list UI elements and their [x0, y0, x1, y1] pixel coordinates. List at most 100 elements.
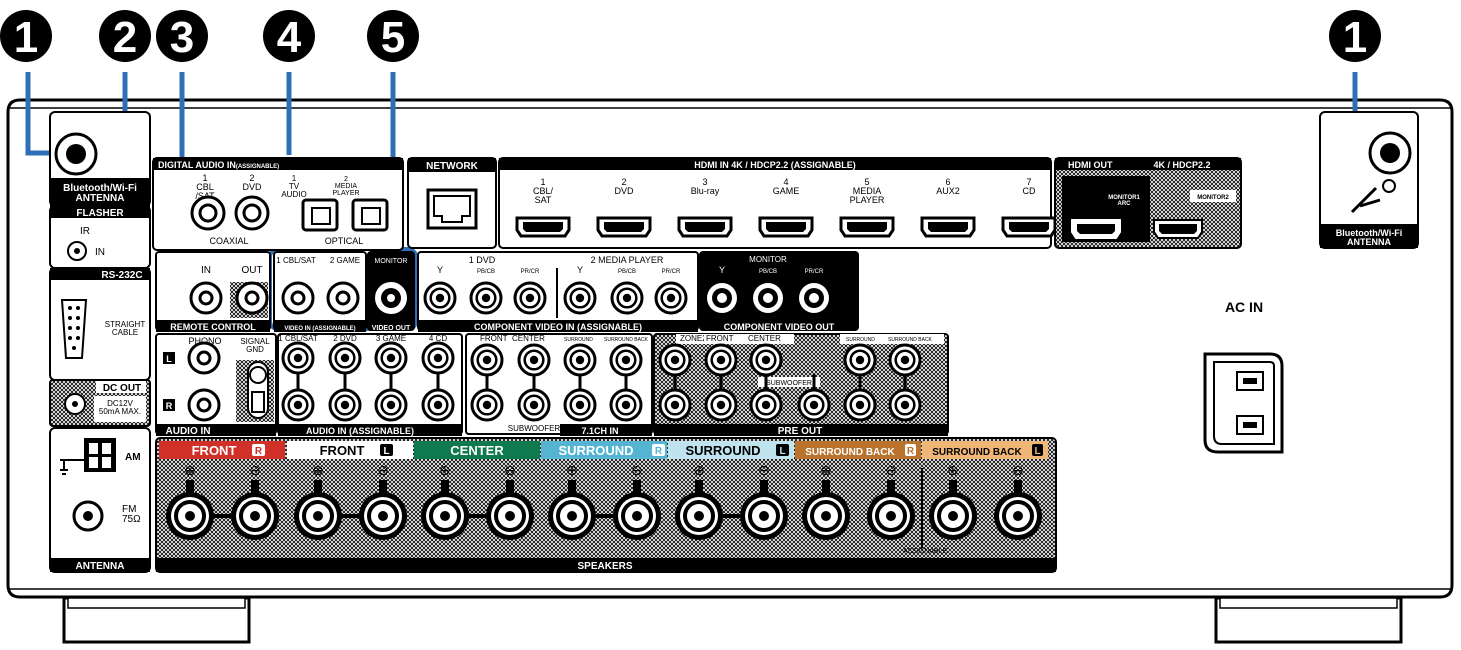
- callout-number: 3: [170, 13, 194, 62]
- component-in-col-label: Y: [437, 265, 443, 275]
- speaker-group-label: FRONT: [192, 443, 237, 458]
- minus-sign: ⊖: [885, 462, 897, 478]
- video-in-col-1: 1 CBL/SAT: [276, 256, 316, 265]
- pre-out-jack-upper: [888, 343, 922, 377]
- callout-number: 4: [277, 13, 302, 62]
- monitor2-label: MONITOR2: [1197, 195, 1229, 201]
- speaker-terminal: [421, 492, 469, 540]
- speaker-terminal: [231, 492, 279, 540]
- speakers-assignable: ASSIGNABLE: [903, 548, 948, 555]
- speaker-badge: L: [1034, 446, 1040, 457]
- pre-out-section: ZONE2 FRONT CENTER SURROUND SURROUND BAC…: [653, 333, 949, 437]
- pre-out-title: PRE OUT: [778, 426, 822, 437]
- speaker-terminal: [929, 492, 977, 540]
- in-label: IN: [95, 247, 105, 258]
- pre-out-jack-lower: [843, 388, 877, 422]
- plus-sign: ⊕: [312, 462, 324, 478]
- pre-col-surround: SURROUND: [846, 337, 875, 343]
- ch71-col-surround-back: SURROUND BACK: [604, 337, 649, 343]
- audio-in-assign-title: AUDIO IN (ASSIGNABLE): [306, 426, 414, 436]
- speaker-terminal: [740, 492, 788, 540]
- flasher-port: FLASHER IR IN: [49, 205, 151, 269]
- ch71-jack-upper: [470, 343, 504, 377]
- pre-col-surround-back: SURROUND BACK: [888, 337, 933, 343]
- foot-right: [1214, 596, 1403, 644]
- pre-col-front: FRONT: [706, 334, 734, 343]
- plus-sign: ⊕: [693, 462, 705, 478]
- callout-number: 2: [113, 13, 137, 62]
- ch71-jack-lower: [609, 388, 643, 422]
- plus-sign: ⊕: [184, 462, 196, 478]
- speaker-group-label: SURROUND: [685, 443, 760, 458]
- foot-left: [62, 596, 251, 644]
- pre-out-jack-lower: [658, 388, 692, 422]
- component-in-col-label: PR/CR: [662, 269, 681, 275]
- component-in-jack: [610, 281, 644, 315]
- component-out-col-label: PR/CR: [805, 269, 824, 275]
- ch71-col-surround: SURROUND: [564, 337, 593, 343]
- speaker-group-label: SURROUND: [558, 443, 633, 458]
- callout-group: 1 2 3 4 5 1: [0, 10, 1382, 331]
- component-out-jack: [707, 283, 737, 313]
- speaker-badge: R: [255, 446, 263, 457]
- speaker-terminal: [294, 492, 342, 540]
- ch71-col-center: CENTER: [512, 334, 545, 343]
- speaker-terminal: [994, 492, 1042, 540]
- audio-in-col-label: 1 CBL/SAT: [278, 334, 318, 343]
- antenna-label: ANTENNA: [76, 561, 125, 572]
- component-out-title: COMPONENT VIDEO OUT: [724, 322, 835, 332]
- minus-sign: ⊖: [631, 462, 643, 478]
- ch71-col-front: FRONT: [480, 334, 508, 343]
- minus-sign: ⊖: [1012, 462, 1024, 478]
- speaker-badge: L: [383, 446, 389, 457]
- dc-out-label: DC OUT: [103, 383, 141, 394]
- remote-control-title: REMOTE CONTROL: [170, 322, 256, 332]
- component-in-jack: [423, 281, 457, 315]
- remote-control-section: IN OUT REMOTE CONTROL: [155, 251, 271, 332]
- ac-in-section: AC IN: [1203, 299, 1284, 454]
- speaker-group-label: CENTER: [450, 443, 504, 458]
- phono-l-badge: L: [166, 354, 172, 364]
- speaker-terminal: [166, 492, 214, 540]
- optical-label: OPTICAL: [325, 236, 364, 246]
- speaker-terminal: [613, 492, 661, 540]
- component-out-jack: [753, 283, 783, 313]
- callout-number: 1: [1343, 13, 1367, 62]
- audio-in-jack-r: [421, 388, 455, 422]
- speaker-terminal: [548, 492, 596, 540]
- coaxial-label: COAXIAL: [209, 236, 248, 246]
- ch71-jack-lower: [517, 388, 551, 422]
- component-in-col-label: PR/CR: [521, 269, 540, 275]
- speaker-badge: R: [907, 446, 915, 457]
- component-out-jack: [799, 283, 829, 313]
- pre-out-jack-upper: [704, 343, 738, 377]
- pre-out-jack-lower: [888, 388, 922, 422]
- video-in-col-2: 2 GAME: [330, 256, 360, 265]
- ch71-jack-upper: [563, 343, 597, 377]
- rs232c-label: RS-232C: [101, 270, 142, 281]
- plus-sign: ⊕: [820, 462, 832, 478]
- pre-col-center: CENTER: [748, 334, 781, 343]
- speaker-badge: R: [655, 446, 663, 457]
- component-out-col-label: Y: [719, 265, 725, 275]
- pre-out-jack-lower: [797, 388, 831, 422]
